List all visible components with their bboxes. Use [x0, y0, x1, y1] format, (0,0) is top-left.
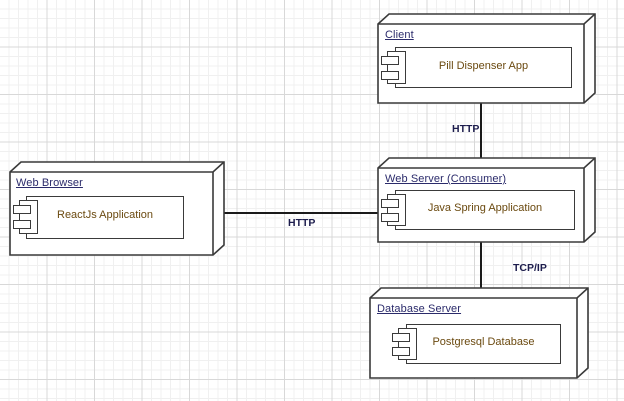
node-client[interactable]: Client Pill Dispenser App: [377, 13, 596, 104]
node-web-server[interactable]: Web Server (Consumer) Java Spring Applic…: [377, 157, 596, 243]
connector-web-browser-to-web-server: [213, 212, 379, 214]
component-java-spring-application-label: Java Spring Application: [427, 202, 543, 214]
connector-web-server-to-database-server: [480, 242, 482, 299]
connector-label-client-http: HTTP: [452, 123, 480, 135]
component-pill-dispenser-app-label: Pill Dispenser App: [438, 60, 529, 72]
component-reactjs-application-label: ReactJs Application: [57, 209, 153, 221]
connector-label-tcpip: TCP/IP: [513, 262, 547, 274]
node-web-browser-title: Web Browser: [16, 177, 83, 189]
component-postgresql-database[interactable]: Postgresql Database: [406, 324, 561, 364]
node-web-server-title: Web Server (Consumer): [385, 173, 507, 185]
node-client-title: Client: [385, 29, 414, 41]
component-pill-dispenser-app[interactable]: Pill Dispenser App: [395, 47, 572, 88]
connector-label-browser-http: HTTP: [288, 217, 316, 229]
component-reactjs-application[interactable]: ReactJs Application: [26, 196, 184, 239]
component-java-spring-application[interactable]: Java Spring Application: [395, 190, 575, 230]
component-icon-tab-bottom: [13, 220, 31, 229]
node-database-server[interactable]: Database Server Postgresql Database: [369, 287, 589, 379]
component-icon-tab-bottom: [381, 213, 399, 222]
node-web-browser[interactable]: Web Browser ReactJs Application: [9, 161, 225, 256]
component-icon-tab-top: [13, 205, 31, 214]
component-icon-tab-top: [381, 56, 399, 65]
component-icon-tab-top: [381, 199, 399, 208]
connector-client-to-web-server: [480, 103, 482, 169]
component-postgresql-database-label: Postgresql Database: [432, 336, 535, 348]
component-icon-tab-bottom: [381, 71, 399, 80]
component-icon-tab-bottom: [392, 347, 410, 356]
component-icon-tab-top: [392, 333, 410, 342]
node-database-server-title: Database Server: [377, 303, 462, 315]
